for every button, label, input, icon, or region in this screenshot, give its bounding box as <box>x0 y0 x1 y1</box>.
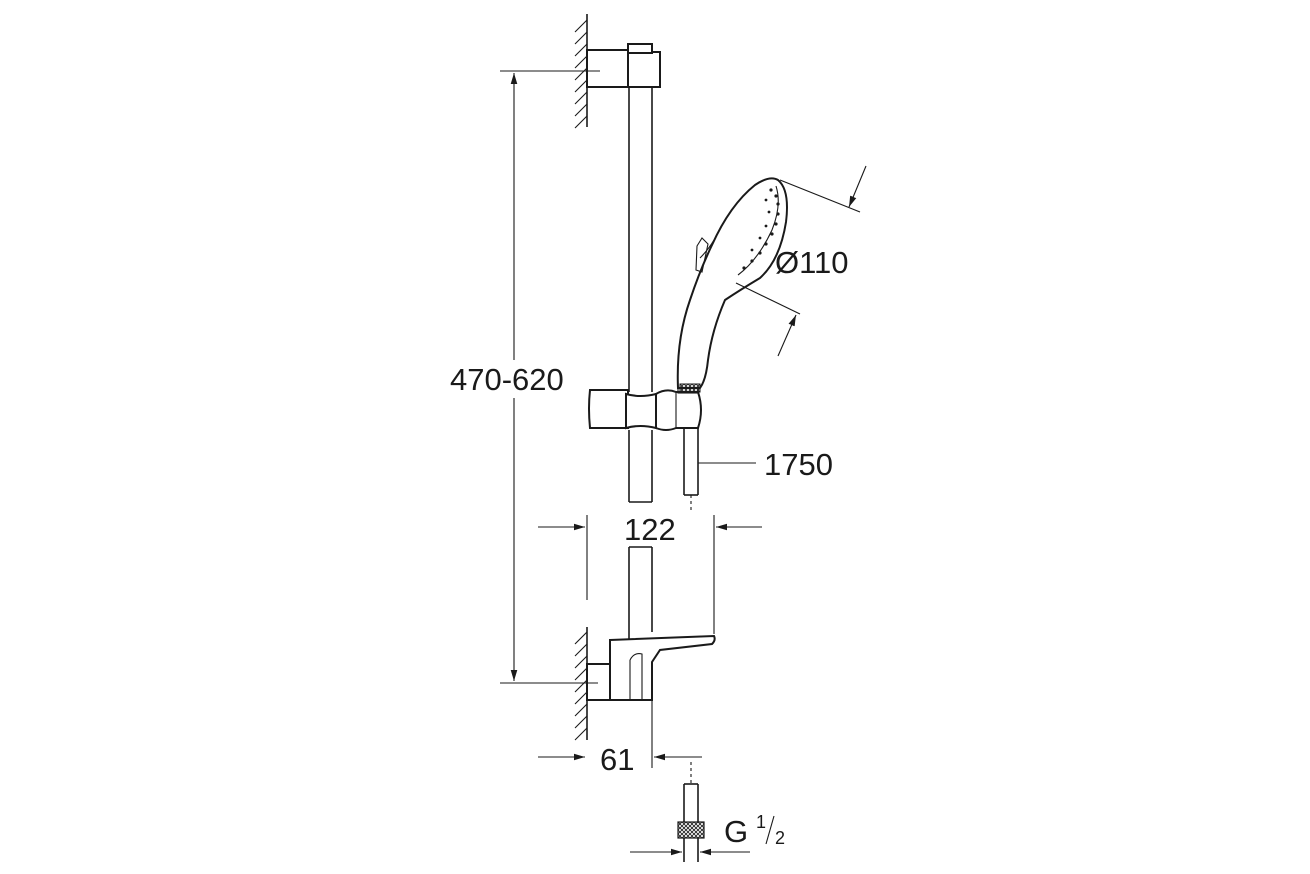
bottom-bracket <box>586 634 716 701</box>
hose-length-label: 1750 <box>764 447 833 482</box>
top-bracket <box>586 43 661 88</box>
head-diameter-label: Ø110 <box>775 245 849 280</box>
thread-label: G <box>724 814 748 849</box>
thread-fraction-numerator: 1 <box>756 812 766 832</box>
hose <box>683 428 699 510</box>
hose-connector-detail <box>630 762 750 862</box>
hand-shower <box>676 177 788 393</box>
wall-bottom-hatch <box>574 627 588 741</box>
spray-nozzles <box>742 188 780 270</box>
width-label: 122 <box>624 512 676 547</box>
height-dimension <box>445 70 600 684</box>
rail-lower <box>628 546 653 640</box>
height-range-label: 470-620 <box>450 362 564 397</box>
wall-offset-label: 61 <box>600 742 634 777</box>
rail-upper <box>628 87 653 503</box>
thread-fraction-denominator: 2 <box>775 828 785 848</box>
width-dimension <box>538 515 762 634</box>
diameter-dimension <box>735 165 867 357</box>
offset-dimension <box>538 700 702 768</box>
thread-fraction-slash <box>765 815 775 845</box>
